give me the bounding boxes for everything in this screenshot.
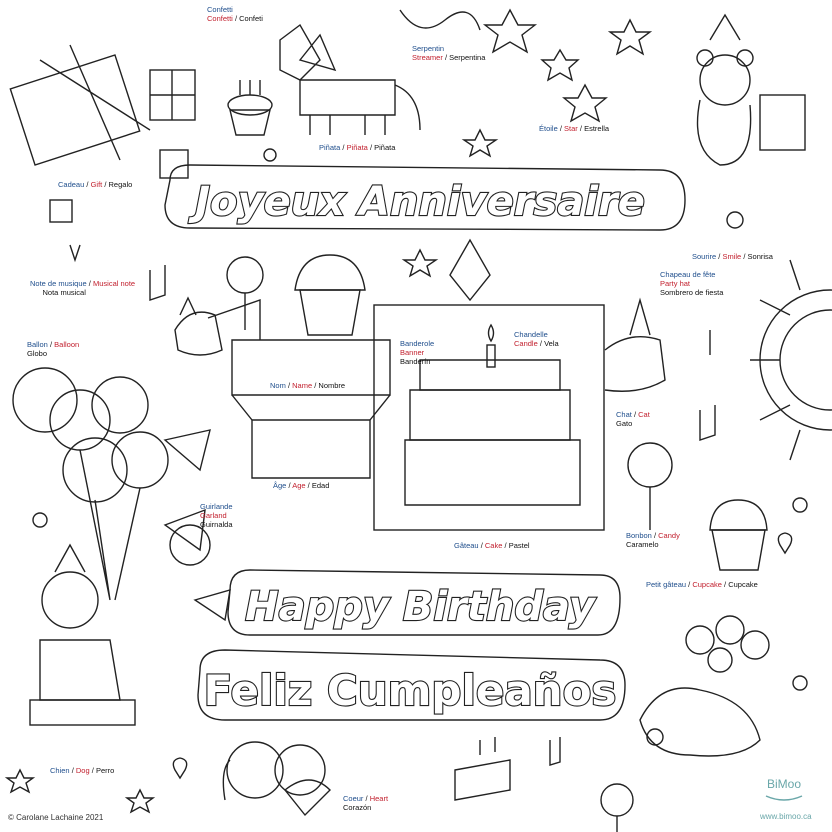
label-age: Âge / Age / Edad bbox=[273, 481, 330, 490]
label-musical-note: Note de musique / Musical note Nota musi… bbox=[30, 279, 136, 297]
label-garland: Guirlande Garland Guirnalda bbox=[200, 502, 233, 529]
lollipop-illustration bbox=[226, 256, 673, 832]
dog-illustration bbox=[29, 543, 136, 726]
title-banner-outline bbox=[164, 164, 686, 231]
label-candy: Bonbon / Candy Caramelo bbox=[626, 531, 680, 549]
balloons-illustration bbox=[12, 367, 169, 601]
gift-stack-illustration bbox=[9, 44, 196, 223]
small-cupcake-illustration bbox=[227, 80, 273, 136]
website-url[interactable]: www.bimoo.ca bbox=[760, 812, 812, 821]
label-candle: Chandelle Candle / Vela bbox=[514, 330, 559, 348]
label-smile: Sourire / Smile / Sonrisa bbox=[692, 252, 773, 261]
label-cat: Chat / Cat Gato bbox=[616, 410, 650, 428]
label-balloon: Ballon / Balloon Globo bbox=[27, 340, 80, 358]
teddy-bear-illustration bbox=[696, 13, 806, 166]
english-title-banner-outline bbox=[227, 569, 621, 636]
label-pinata: Piñata / Piñata / Piñata bbox=[319, 143, 396, 152]
cat-illustration bbox=[604, 297, 666, 392]
label-gift: Cadeau / Gift / Regalo bbox=[58, 180, 133, 189]
cupcake-center-illustration bbox=[294, 254, 366, 336]
french-title: Joyeux Anniversaire bbox=[188, 179, 645, 225]
decorations-illustration bbox=[4, 148, 808, 814]
cake-frame-illustration bbox=[373, 304, 605, 531]
stars-and-streamers-illustration bbox=[399, 8, 653, 158]
cupcake-right-illustration bbox=[709, 499, 768, 571]
english-title: Happy Birthday bbox=[245, 584, 597, 630]
bottom-balloons-illustration bbox=[222, 741, 331, 817]
bimoo-logo: BiMoo bbox=[765, 777, 803, 801]
pinata-donkey-illustration bbox=[279, 23, 421, 135]
label-star: Étoile / Star / Estrella bbox=[539, 124, 610, 133]
label-cupcake: Petit gâteau / Cupcake / Cupcake bbox=[646, 580, 758, 589]
spanish-title: Feliz Cumpleaños bbox=[204, 666, 617, 715]
label-party-hat: Chapeau de fête Party hat Sombrero de fi… bbox=[660, 270, 724, 297]
label-streamer: Serpentin Streamer / Serpentina bbox=[412, 44, 486, 62]
label-name: Nom / Name / Nombre bbox=[270, 381, 346, 390]
label-heart: Coeur / Heart Corazón bbox=[343, 794, 389, 812]
cake-slice-illustration bbox=[454, 737, 511, 801]
label-dog: Chien / Dog / Perro bbox=[50, 766, 115, 775]
label-cake: Gâteau / Cake / Pastel bbox=[454, 541, 530, 550]
label-confetti: Confetti Confetti / Confeti bbox=[207, 5, 263, 23]
copyright-credit: © Carolane Lachaine 2021 bbox=[8, 813, 104, 822]
garland-illustration bbox=[163, 429, 231, 622]
label-banner: Banderole Banner Banderín bbox=[400, 339, 435, 366]
sun-illustration bbox=[750, 259, 832, 461]
spanish-title-banner-outline bbox=[197, 649, 626, 721]
svg-text:BiMoo: BiMoo bbox=[767, 777, 801, 791]
cat-left-illustration bbox=[174, 296, 223, 356]
seal-with-balloons-illustration bbox=[639, 615, 770, 757]
